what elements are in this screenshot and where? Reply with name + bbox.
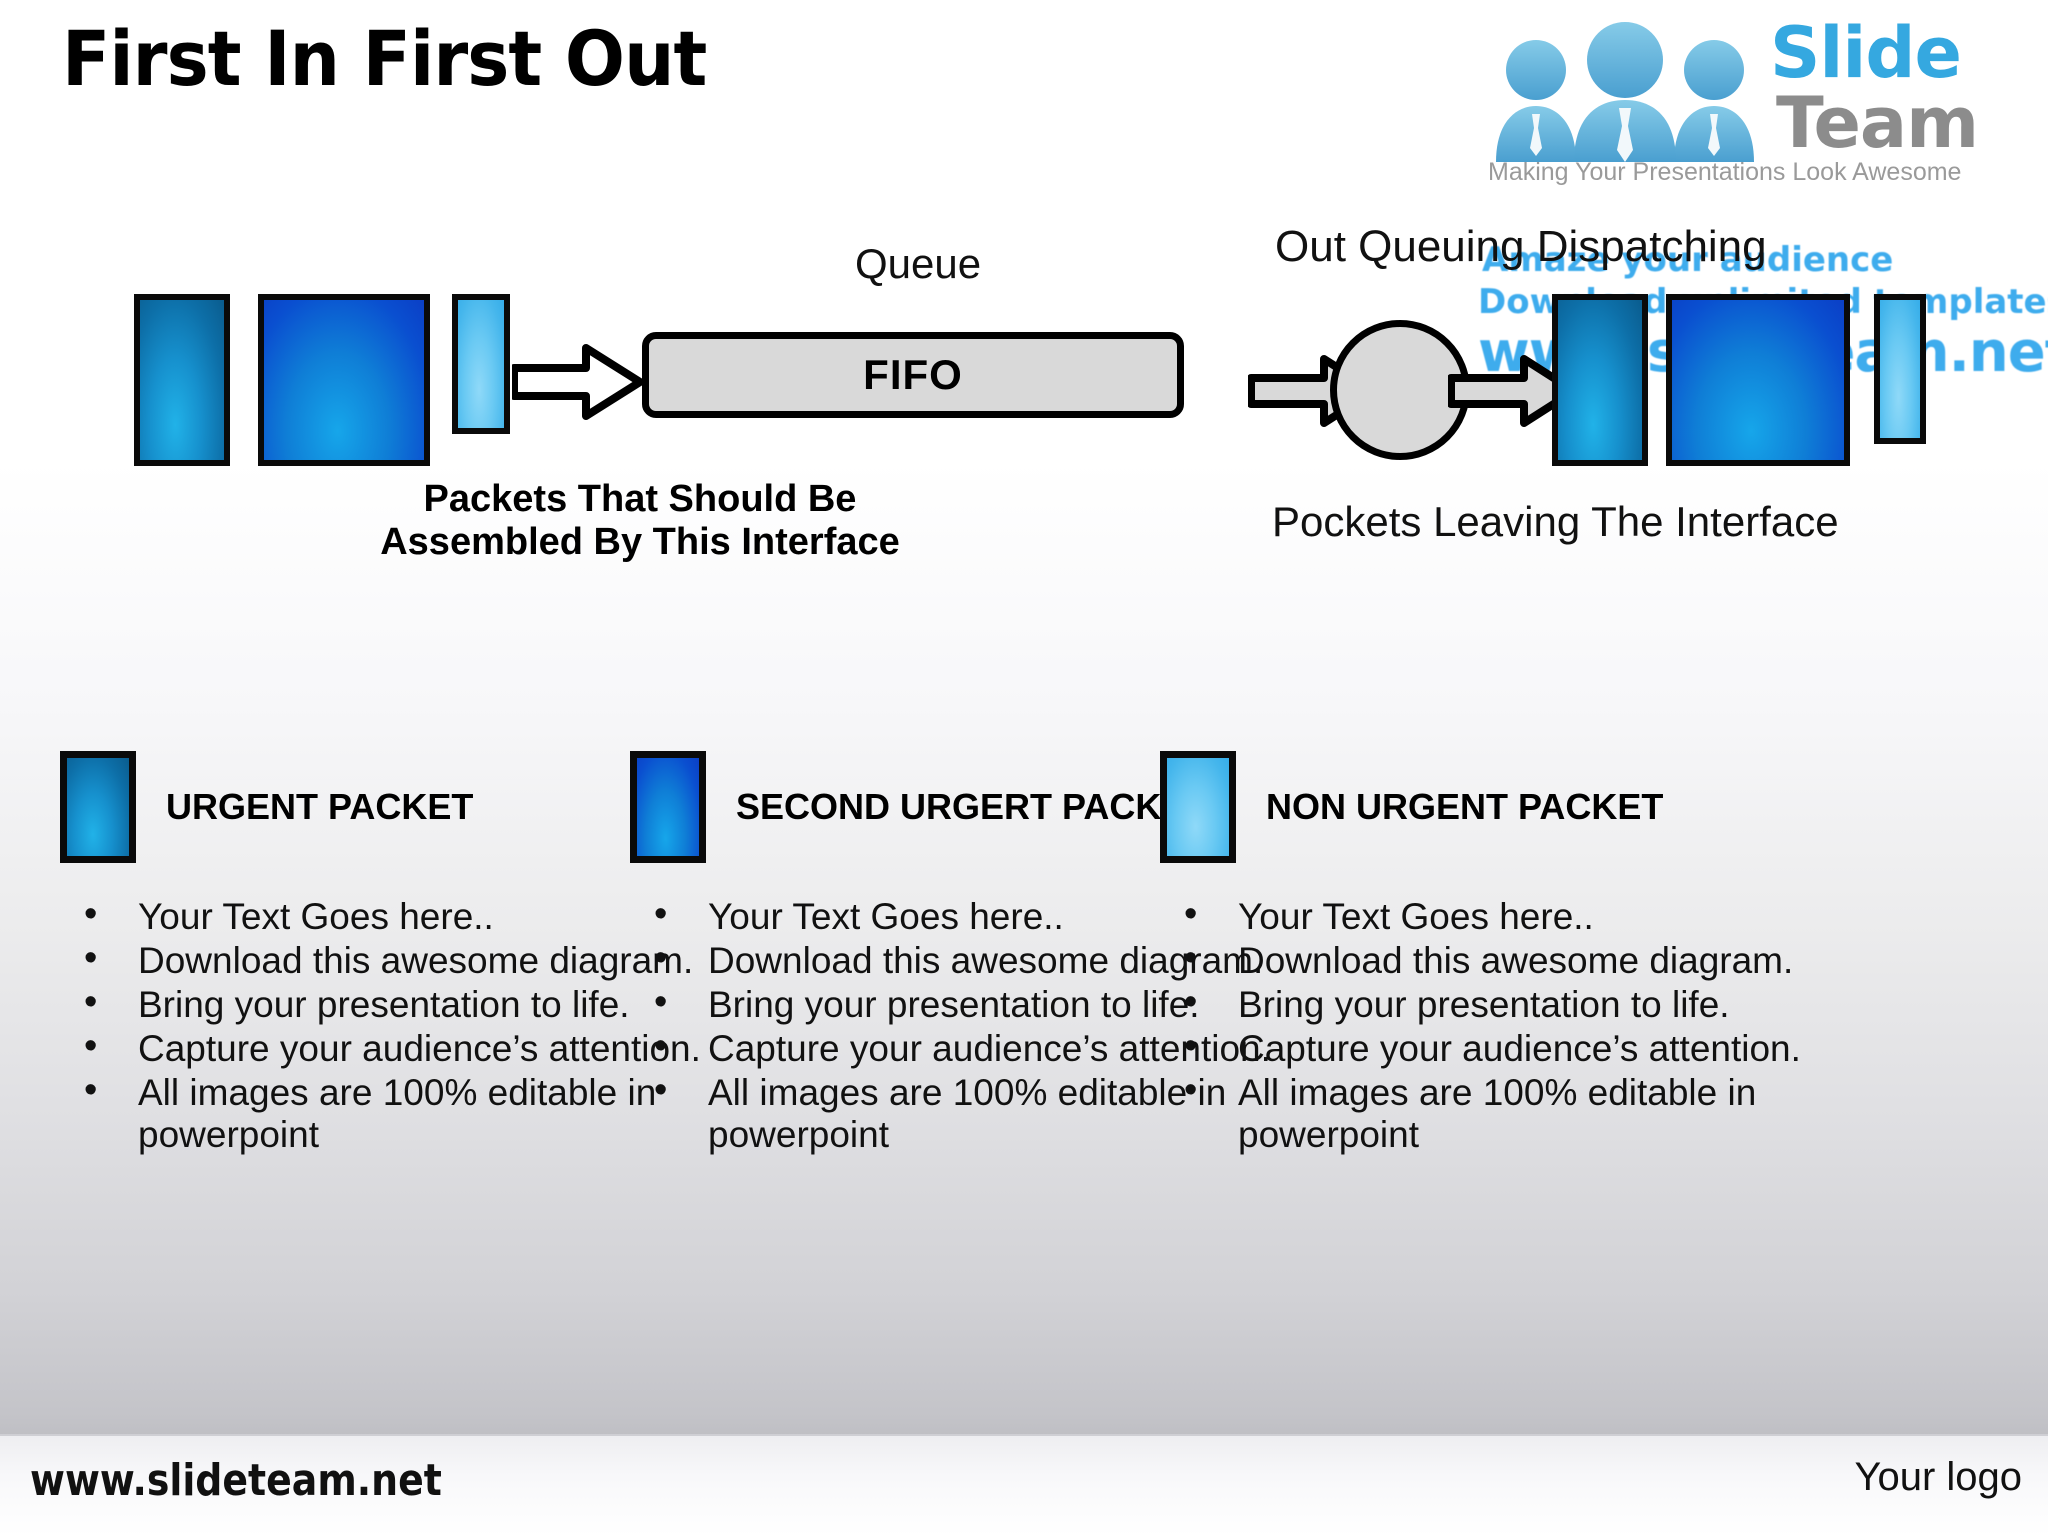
list-item: Capture your audience’s attention. bbox=[74, 1025, 720, 1070]
list-item: Download this awesome diagram. bbox=[1174, 937, 1820, 982]
list-item: Your Text Goes here.. bbox=[644, 893, 1290, 938]
list-item: All images are 100% editable in powerpoi… bbox=[644, 1069, 1290, 1156]
page-title: First In First Out bbox=[62, 14, 707, 103]
legend-label-2: SECOND URGERT PACKET bbox=[736, 786, 1208, 827]
bullet-list-2: Your Text Goes here.. Download this awes… bbox=[630, 893, 1290, 1156]
footer-band bbox=[0, 1434, 2048, 1536]
list-item: All images are 100% editable in powerpoi… bbox=[74, 1069, 720, 1156]
list-item: Your Text Goes here.. bbox=[1174, 893, 1820, 938]
logo-word-team: Team bbox=[1776, 82, 1979, 164]
bullet-list-1: Your Text Goes here.. Download this awes… bbox=[60, 893, 720, 1156]
logo-tagline: Making Your Presentations Look Awesome bbox=[1488, 158, 1962, 186]
legend-row-3: NON URGENT PACKET bbox=[1160, 748, 1820, 866]
legend-column-2: SECOND URGERT PACKET Your Text Goes here… bbox=[630, 748, 1290, 1158]
left-caption-line-2: Assembled By This Interface bbox=[380, 520, 900, 563]
list-item: Bring your presentation to life. bbox=[74, 981, 720, 1026]
slideteam-logo: Slide Team Making Your Presentations Loo… bbox=[1480, 8, 2040, 186]
legend-column-3: NON URGENT PACKET Your Text Goes here.. … bbox=[1160, 748, 1820, 1158]
outgoing-packet-2 bbox=[1666, 294, 1850, 466]
fifo-label: FIFO bbox=[863, 351, 963, 398]
bullet-list-3: Your Text Goes here.. Download this awes… bbox=[1160, 893, 1820, 1156]
legend-column-1: URGENT PACKET Your Text Goes here.. Down… bbox=[60, 748, 720, 1158]
outgoing-packet-3 bbox=[1874, 294, 1926, 444]
legend-chip-urgent bbox=[60, 751, 136, 863]
queue-label: Queue bbox=[855, 240, 982, 287]
legend-row-2: SECOND URGERT PACKET bbox=[630, 748, 1290, 866]
incoming-packet-1 bbox=[134, 294, 230, 466]
legend-row-1: URGENT PACKET bbox=[60, 748, 720, 866]
right-caption: Pockets Leaving The Interface bbox=[1272, 498, 1839, 545]
legend-chip-non-urgent bbox=[1160, 751, 1236, 863]
footer-logo-placeholder: Your logo bbox=[1854, 1455, 2022, 1499]
incoming-packet-3 bbox=[452, 294, 510, 434]
list-item: Your Text Goes here.. bbox=[74, 893, 720, 938]
list-item: Download this awesome diagram. bbox=[644, 937, 1290, 982]
legend-label-3: NON URGENT PACKET bbox=[1266, 786, 1664, 827]
logo-word-slide: Slide bbox=[1770, 12, 1962, 94]
arrow-right-hollow-icon bbox=[512, 344, 644, 420]
legend-chip-second-urgent bbox=[630, 751, 706, 863]
outgoing-packet-1 bbox=[1552, 294, 1648, 466]
out-queuing-label: Out Queuing Dispatching bbox=[1275, 222, 1767, 271]
legend-label-1: URGENT PACKET bbox=[166, 786, 474, 827]
three-people-icon bbox=[1496, 22, 1754, 162]
fifo-box: FIFO bbox=[642, 332, 1184, 418]
list-item: Download this awesome diagram. bbox=[74, 937, 720, 982]
incoming-packet-2 bbox=[258, 294, 430, 466]
footer-url[interactable]: www.slideteam.net bbox=[30, 1455, 442, 1506]
arrow-right-gray-icon-2 bbox=[1448, 355, 1578, 427]
list-item: Bring your presentation to life. bbox=[1174, 981, 1820, 1026]
list-item: Capture your audience’s attention. bbox=[1174, 1025, 1820, 1070]
list-item: Bring your presentation to life. bbox=[644, 981, 1290, 1026]
watermark-line-1: Amaze your audience bbox=[1482, 240, 1894, 280]
list-item: All images are 100% editable in powerpoi… bbox=[1174, 1069, 1820, 1156]
left-caption: Packets That Should Be Assembled By This… bbox=[360, 478, 920, 563]
left-caption-line-1: Packets That Should Be bbox=[423, 478, 857, 520]
